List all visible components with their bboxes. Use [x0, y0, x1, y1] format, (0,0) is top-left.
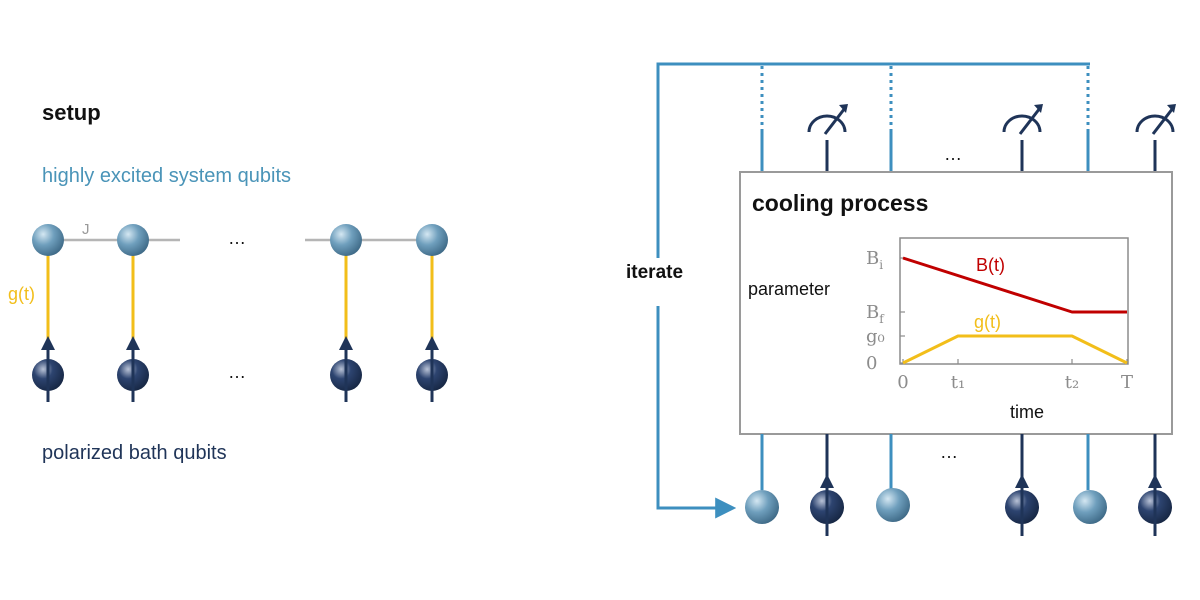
chart-ylabel: parameter: [748, 279, 830, 299]
system-qubits-label: highly excited system qubits: [42, 165, 291, 187]
setup-ellipsis-top: …: [228, 228, 246, 248]
y-tick-label: g₀: [866, 326, 885, 347]
j-coupling-label: J: [82, 221, 90, 238]
y-tick-label: Bi: [866, 248, 883, 272]
arrow-up-icon: [1148, 474, 1162, 536]
arrow-up-icon: [126, 336, 140, 402]
chart-frame: [899, 237, 1129, 365]
cycle-ellipsis-bottom: …: [940, 442, 958, 462]
arrow-up-icon: [820, 474, 834, 536]
setup-panel: setup highly excited system qubits J … g…: [8, 100, 448, 464]
cycle-ellipsis-top: …: [944, 144, 962, 164]
bath-qubit: [330, 336, 362, 402]
iterate-label: iterate: [626, 262, 683, 283]
series-label: g(t): [974, 312, 1001, 332]
system-qubit: [1073, 490, 1107, 524]
g-curve-line: [902, 334, 1128, 365]
bath-qubit: [1005, 474, 1039, 536]
bath-qubit: [1138, 474, 1172, 536]
setup-ellipsis-bottom: …: [228, 362, 246, 382]
arrow-up-icon: [41, 336, 55, 402]
series-label: B(t): [976, 255, 1005, 275]
b-curve-line: [902, 256, 1127, 314]
system-qubit: [416, 224, 448, 256]
bath-qubit: [416, 336, 448, 402]
meter-icon: [807, 104, 848, 135]
meter-icon: [1135, 104, 1176, 135]
g-coupling-label: g(t): [8, 284, 35, 304]
cooling-cycle: iterate … cooling process: [626, 62, 1176, 536]
x-tick-label: t₂: [1065, 372, 1079, 393]
bath-qubit: [810, 474, 844, 536]
system-qubit: [32, 224, 64, 256]
x-tick-label: t₁: [951, 372, 965, 393]
system-qubit: [330, 224, 362, 256]
system-qubit: [745, 490, 779, 524]
system-qubit: [876, 488, 910, 522]
arrow-up-icon: [425, 336, 439, 402]
arrow-up-icon: [339, 336, 353, 402]
bath-qubits-label: polarized bath qubits: [42, 442, 227, 464]
iterate-loop-bottom: [656, 306, 737, 519]
chart-xlabel: time: [1010, 402, 1044, 422]
system-qubit: [117, 224, 149, 256]
x-tick-label: T: [1121, 372, 1133, 393]
setup-title: setup: [42, 100, 101, 125]
cooling-process-title: cooling process: [752, 190, 928, 216]
meter-icon: [1002, 104, 1043, 135]
bath-qubit: [117, 336, 149, 402]
bath-qubit: [32, 336, 64, 402]
arrow-up-icon: [1015, 474, 1029, 536]
x-tick-label: 0: [897, 372, 908, 393]
y-tick-label: 0: [866, 353, 877, 374]
iterate-loop-top: [656, 62, 1090, 258]
